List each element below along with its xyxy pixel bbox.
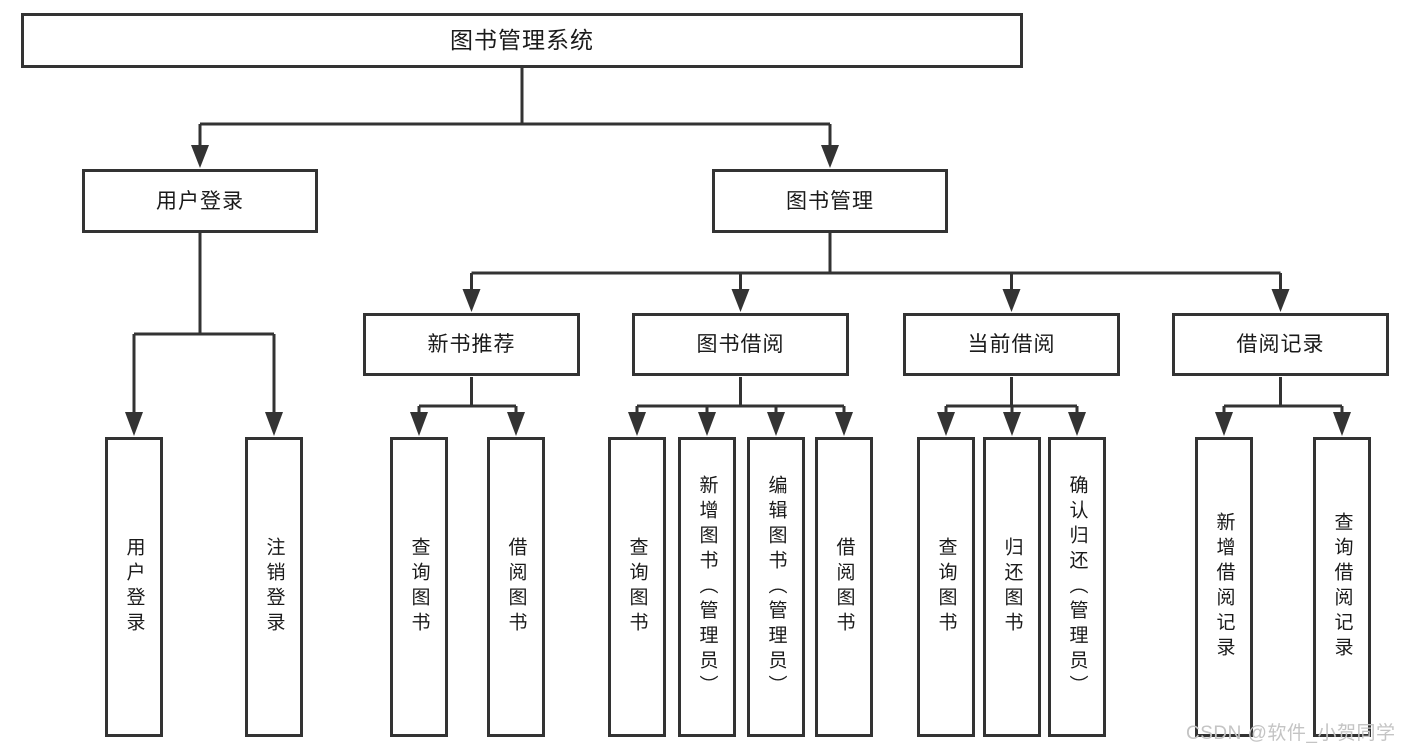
leaf-query-books-recommend: 查询图书	[390, 437, 448, 737]
leaf-user-login: 用户登录	[105, 437, 163, 737]
node-current-borrow: 当前借阅	[903, 313, 1120, 376]
leaf-query-borrow-record: 查询借阅记录	[1313, 437, 1371, 737]
leaf-borrow-books-recommend: 借阅图书	[487, 437, 545, 737]
csdn-watermark: CSDN @软件_小贺同学	[1186, 723, 1396, 744]
leaf-borrow-books: 借阅图书	[815, 437, 873, 737]
node-borrow-records: 借阅记录	[1172, 313, 1389, 376]
node-user-login: 用户登录	[82, 169, 318, 233]
node-new-book-recommend: 新书推荐	[363, 313, 580, 376]
leaf-return-books: 归还图书	[983, 437, 1041, 737]
node-library-system: 图书管理系统	[21, 13, 1023, 68]
leaf-edit-books-admin: 编辑图书（管理员）	[747, 437, 805, 737]
leaf-query-books-current: 查询图书	[917, 437, 975, 737]
leaf-add-borrow-record: 新增借阅记录	[1195, 437, 1253, 737]
node-book-management: 图书管理	[712, 169, 948, 233]
leaf-confirm-return-admin: 确认归还（管理员）	[1048, 437, 1106, 737]
node-book-borrow: 图书借阅	[632, 313, 849, 376]
leaf-logout: 注销登录	[245, 437, 303, 737]
arrowheads	[125, 145, 1351, 436]
leaf-add-books-admin: 新增图书（管理员）	[678, 437, 736, 737]
leaf-query-books: 查询图书	[608, 437, 666, 737]
